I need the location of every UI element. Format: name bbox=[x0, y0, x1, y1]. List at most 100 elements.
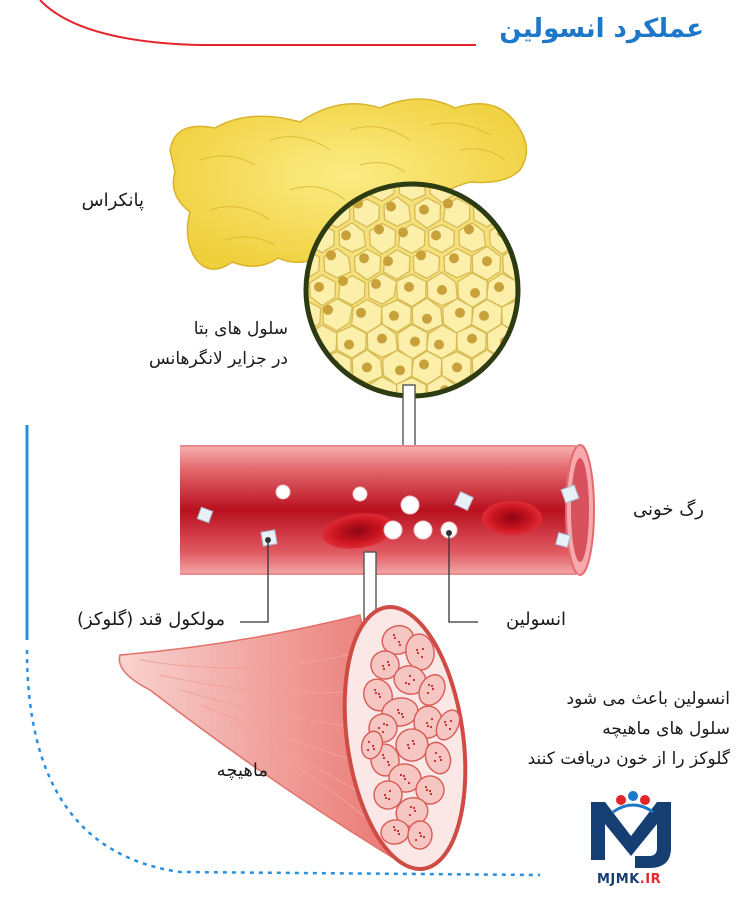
muscle-fiber bbox=[370, 650, 400, 680]
beta-cell-nucleus bbox=[341, 230, 351, 241]
muscle-fiber-dot bbox=[396, 829, 400, 833]
muscle-fiber-dot bbox=[434, 751, 438, 755]
beta-cell bbox=[502, 349, 516, 386]
beta-cell-nucleus bbox=[419, 359, 429, 370]
label-pancreas: پانکراس bbox=[81, 190, 144, 211]
muscle-fiber-dot bbox=[393, 636, 397, 640]
muscle-fiber-dot bbox=[400, 712, 404, 716]
red-blood-cell bbox=[482, 501, 542, 535]
decorative-red-curve bbox=[39, 0, 476, 46]
decorative-dotted-curve bbox=[25, 649, 541, 877]
muscle-fiber-dot bbox=[399, 773, 403, 777]
beta-cell-nucleus bbox=[443, 198, 453, 209]
muscle-fiber-dot bbox=[407, 781, 411, 785]
muscle-fiber-dot bbox=[408, 813, 412, 817]
beta-cell-nucleus bbox=[479, 310, 489, 321]
glucose-molecules bbox=[196, 484, 580, 548]
muscle-fibers bbox=[360, 625, 461, 850]
beta-cell-nucleus bbox=[377, 333, 387, 344]
beta-cell-nucleus bbox=[356, 307, 366, 318]
beta-cell bbox=[279, 274, 306, 303]
beta-cell-nucleus bbox=[539, 262, 549, 272]
muscle-fiber-dot bbox=[371, 744, 375, 748]
beta-cell-nucleus bbox=[374, 224, 384, 235]
muscle-fiber-dot bbox=[448, 727, 452, 731]
muscle-fiber-dot bbox=[367, 740, 371, 744]
muscle-fiber-dot bbox=[397, 640, 401, 644]
muscle-fiber-dot bbox=[418, 831, 422, 835]
beta-cell bbox=[515, 273, 516, 308]
muscle-fiber-dot bbox=[396, 708, 400, 712]
muscle-fiber-dot bbox=[385, 723, 389, 727]
muscle-fiber-dot bbox=[374, 691, 378, 695]
muscle-fiber-dot bbox=[427, 683, 431, 687]
beta-cell-nucleus bbox=[437, 285, 447, 295]
beta-cell-nucleus bbox=[524, 176, 534, 186]
muscle-fiber-dot bbox=[386, 760, 390, 764]
beta-cell-nucleus bbox=[362, 362, 372, 373]
muscle-fiber bbox=[360, 730, 384, 760]
logo-text-suffix: .IR bbox=[639, 872, 662, 887]
muscle-fiber-dot bbox=[381, 664, 385, 668]
muscle-fiber-dot bbox=[366, 748, 370, 752]
muscle-fiber-dot bbox=[444, 723, 448, 727]
muscle-fiber-dot bbox=[406, 743, 410, 747]
beta-cell bbox=[532, 298, 562, 331]
muscle-fiber bbox=[418, 674, 446, 706]
muscle-fiber-dot bbox=[397, 711, 401, 715]
muscle-fiber-dot bbox=[373, 688, 377, 692]
muscle-fiber-dot bbox=[386, 660, 390, 664]
muscle-fiber-dot bbox=[429, 792, 433, 796]
muscle-fiber-dot bbox=[426, 724, 430, 728]
muscle-fiber-dot bbox=[382, 667, 386, 671]
beta-cell-nucleus bbox=[317, 391, 327, 394]
label-beta-cells-line1: سلول های بتا bbox=[193, 319, 288, 339]
beta-cell-nucleus bbox=[281, 279, 291, 289]
muscle-fiber-dot bbox=[430, 684, 434, 688]
beta-cell-nucleus bbox=[323, 304, 333, 315]
muscle-fiber-dot bbox=[430, 717, 434, 721]
muscle-fiber-dot bbox=[398, 643, 402, 647]
beta-cell-nucleus bbox=[314, 282, 324, 292]
muscle-fiber-dot bbox=[401, 715, 405, 719]
caption-line2: سلول های ماهیچه bbox=[602, 719, 730, 739]
logo-text: MJMK.IR bbox=[597, 872, 661, 887]
muscle-fiber-dot bbox=[439, 758, 443, 762]
muscle-fiber-dot bbox=[387, 763, 391, 767]
beta-cell-nucleus bbox=[464, 388, 474, 394]
beta-cell-nucleus bbox=[545, 308, 555, 318]
beta-cell bbox=[518, 221, 548, 253]
muscle-fiber-dot bbox=[438, 755, 442, 759]
muscle-fiber-dot bbox=[392, 825, 396, 829]
muscle-fiber-dot bbox=[429, 725, 433, 729]
muscle-fiber bbox=[373, 780, 403, 810]
muscle-fiber-dot bbox=[416, 651, 420, 655]
muscle-fiber-dot bbox=[426, 691, 430, 695]
page-title: عملکرد انسولین bbox=[499, 14, 704, 44]
beta-cell-nucleus bbox=[338, 276, 348, 286]
muscle-bundle bbox=[118, 605, 468, 871]
muscle-fiber-dot bbox=[377, 726, 381, 730]
logo-text-main: MJMK bbox=[597, 872, 640, 887]
muscle-fiber-dot bbox=[388, 789, 392, 793]
muscle-fiber-dot bbox=[404, 681, 408, 685]
muscle-fiber-dot bbox=[397, 832, 401, 836]
beta-cell-nucleus bbox=[452, 362, 462, 373]
pancreas-texture bbox=[199, 122, 506, 246]
caption-line1: انسولین باعث می شود bbox=[566, 689, 730, 709]
insulin-leader-line bbox=[448, 533, 478, 623]
pancreas-shape bbox=[169, 98, 528, 270]
beta-cell-nucleus bbox=[419, 204, 429, 215]
label-insulin: انسولین bbox=[506, 609, 566, 630]
beta-cell bbox=[503, 196, 516, 227]
beta-cell-nucleus bbox=[422, 313, 432, 324]
label-beta-cells-line2: در جزایر لانگرهانس bbox=[148, 349, 288, 369]
muscle-fiber-dot bbox=[393, 828, 397, 832]
beta-cell-nucleus bbox=[326, 250, 336, 261]
beta-cell bbox=[535, 198, 561, 229]
muscle-fiber-dot bbox=[414, 838, 418, 842]
beta-cell bbox=[515, 376, 516, 394]
beta-cell-nucleus bbox=[527, 285, 537, 295]
muscle-fiber-dot bbox=[381, 753, 385, 757]
beta-cell-nucleus bbox=[509, 204, 516, 215]
